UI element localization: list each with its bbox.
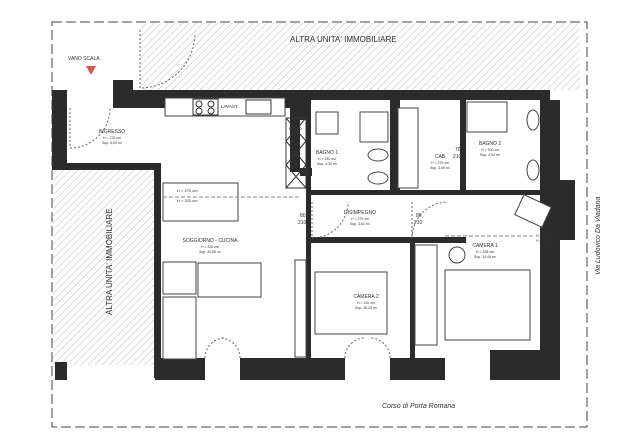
room-cab: CAB H = 270 cm Sup. 3,05 m² [430,154,451,170]
height-note: H = 320 cm [177,198,198,203]
svg-text:BAGNO 1: BAGNO 1 [316,150,338,156]
svg-text:H = 328 cm: H = 328 cm [476,250,494,254]
sofa [197,262,262,298]
fridge-label: FRIGO [289,126,302,131]
entrance-arrow-icon [86,66,96,75]
bed-camera-1 [444,269,531,341]
neighbor-unit-top [140,23,580,90]
svg-text:80: 80 [300,213,306,219]
svg-text:70: 70 [455,147,461,153]
site-boundary [51,21,588,428]
bed-camera-2 [314,271,388,335]
svg-text:H = 300 cm: H = 300 cm [481,148,499,152]
bidet-icon [367,148,389,162]
height-note: H = 320 cm [536,239,554,243]
sofa [162,296,197,360]
svg-text:Sup. 4,30 m²: Sup. 4,30 m² [317,162,338,166]
svg-text:H = 270 cm: H = 270 cm [351,217,369,221]
sink-icon [245,99,272,115]
svg-text:H = 270 cm: H = 270 cm [103,136,121,140]
toilet-icon [367,171,389,185]
room-bagno-1: BAGNO 1 H = 240 cm Sup. 4,30 m² [316,150,338,166]
neighbor-label-left: ALTRA UNITA' IMMOBILIARE [105,208,114,315]
armchair [162,261,197,295]
door-swings [69,30,449,359]
svg-text:210: 210 [414,220,423,226]
svg-text:CAB: CAB [435,154,446,160]
door-dimension-80x210: 80 210 [414,213,423,226]
svg-text:Sup. 5,60 m²: Sup. 5,60 m² [102,141,123,145]
svg-text:CAMERA 1: CAMERA 1 [472,243,498,249]
svg-text:Sup. 3,05 m²: Sup. 3,05 m² [430,166,451,170]
fridge-column [285,117,307,189]
svg-text:CAMERA 2: CAMERA 2 [353,294,379,300]
svg-text:Sup. 14,45 m²: Sup. 14,45 m² [474,255,497,259]
stove-icon [192,98,219,116]
svg-text:BAGNO 2: BAGNO 2 [479,141,501,147]
svg-text:H = 240 cm: H = 240 cm [318,157,336,161]
wardrobe-camera-2 [414,244,438,346]
toilet-icon [526,109,540,131]
shower [466,101,508,133]
stair-label: VANO SCALA [68,56,100,62]
svg-text:H = 320 cm: H = 320 cm [201,245,219,249]
kitchen-counter [164,97,286,117]
bidet-icon [526,159,540,181]
svg-text:H = 120 cm: H = 120 cm [357,301,375,305]
neighbor-unit-left [53,170,156,365]
room-camera-2: CAMERA 2 H = 120 cm Sup. 18,20 m² [353,294,379,310]
dining-table [162,182,239,222]
room-ingresso: INGRESSO H = 270 cm Sup. 5,60 m² [99,129,126,145]
svg-text:H = 270 cm: H = 270 cm [431,161,449,165]
svg-text:Sup. 3,61 m²: Sup. 3,61 m² [350,222,371,226]
svg-text:SOGGIORNO - CUCINA: SOGGIORNO - CUCINA [182,238,238,244]
room-soggiorno-cucina: SOGGIORNO - CUCINA H = 320 cm Sup. 30,85… [182,238,238,254]
room-bagno-2: BAGNO 2 H = 300 cm Sup. 4,94 m² [479,141,501,157]
wardrobe [294,259,307,358]
svg-text:INGRESSO: INGRESSO [99,129,126,135]
plant-icon [448,246,466,264]
svg-text:Sup. 4,94 m²: Sup. 4,94 m² [480,153,501,157]
street-label-bottom: Corso di Porta Romana [382,403,455,410]
neighbor-label-top: ALTRA UNITA' IMMOBILIARE [290,35,397,44]
door-dimension-70x210: 70 210 [453,147,462,160]
walls [52,80,575,380]
door-dimension-80x210: 80 210 [298,213,307,226]
room-camera-1: CAMERA 1 H = 328 cm Sup. 14,45 m² [472,243,498,259]
room-disimpegno: DISIMPEGNO H = 270 cm Sup. 3,61 m² [344,210,376,226]
boiler-icon [315,111,339,135]
svg-text:210: 210 [453,154,462,160]
shower [359,111,389,143]
wardrobe-cab [397,107,419,189]
svg-text:80: 80 [416,213,422,219]
height-note: H = 270 cm [177,188,198,193]
street-label-right: Via Ludovico Da Viadana [595,197,602,275]
svg-text:Sup. 30,85 m²: Sup. 30,85 m² [199,250,222,254]
svg-text:210: 210 [298,220,307,226]
dishwasher-label: LAVAST. [221,104,238,109]
height-note: H = 270 cm [536,234,554,238]
svg-text:Sup. 18,20 m²: Sup. 18,20 m² [355,306,378,310]
armchair [514,194,552,228]
svg-text:DISIMPEGNO: DISIMPEGNO [344,210,376,216]
